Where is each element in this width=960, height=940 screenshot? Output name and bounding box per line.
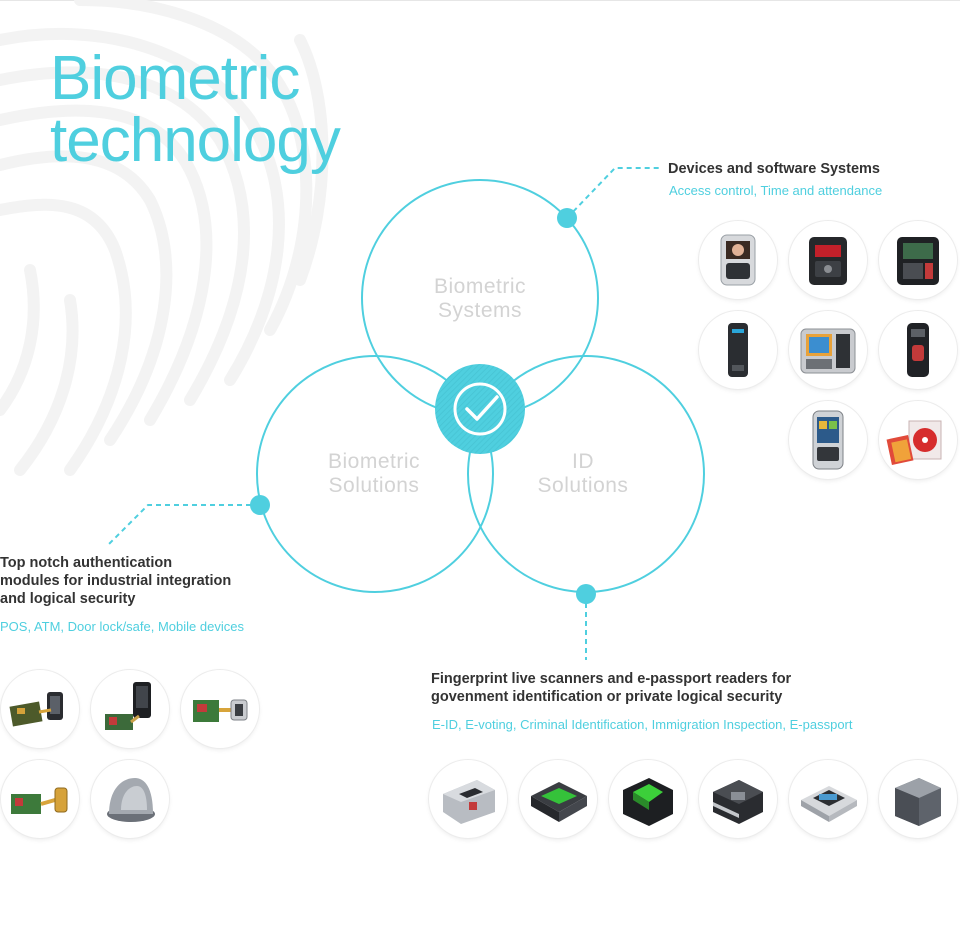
solutions-subheading: POS, ATM, Door lock/safe, Mobile devices bbox=[0, 619, 244, 634]
systems-heading: Devices and software Systems bbox=[668, 161, 880, 177]
label-id-solutions-line-1: ID bbox=[572, 450, 594, 473]
label-id-solutions: ID Solutions bbox=[498, 450, 668, 498]
connector-dot-systems bbox=[557, 208, 577, 228]
solutions-heading-line-1: Top notch authentication bbox=[0, 555, 173, 571]
connector-dot-solutions bbox=[250, 495, 270, 515]
check-circle-icon bbox=[435, 364, 525, 454]
connector-solutions bbox=[107, 504, 260, 546]
sensor-module-board-icon[interactable] bbox=[1, 670, 79, 748]
fingerprint-reader-icon[interactable] bbox=[879, 311, 957, 389]
label-biometric-solutions: Biometric Solutions bbox=[289, 450, 459, 498]
id-subheading: E-ID, E-voting, Criminal Identification,… bbox=[432, 717, 853, 732]
connector-dot-id bbox=[576, 584, 596, 604]
sensor-cable-board-icon[interactable] bbox=[181, 670, 259, 748]
label-biometric-systems-line-2: Systems bbox=[437, 299, 522, 322]
fingerprint-module-kit-icon[interactable] bbox=[91, 670, 169, 748]
usb-fingerprint-scanner-icon[interactable] bbox=[91, 760, 169, 838]
solutions-heading: Top notch authentication modules for ind… bbox=[0, 554, 231, 608]
solutions-heading-line-3: and logical security bbox=[0, 591, 136, 607]
fingerprint-background-icon bbox=[0, 0, 329, 476]
title-line-1: Biometric bbox=[50, 44, 300, 113]
face-terminal-icon[interactable] bbox=[699, 221, 777, 299]
dual-finger-scanner-icon[interactable] bbox=[789, 760, 867, 838]
slim-card-reader-icon[interactable] bbox=[699, 311, 777, 389]
page-title: Biometric technology bbox=[50, 44, 341, 175]
color-screen-terminal-icon[interactable] bbox=[789, 311, 867, 389]
label-biometric-solutions-line-2: Solutions bbox=[328, 474, 420, 497]
label-biometric-systems: Biometric Systems bbox=[395, 275, 565, 323]
ribbon-module-icon[interactable] bbox=[1, 760, 79, 838]
title-line-2: technology bbox=[50, 106, 341, 175]
compact-scanner-icon[interactable] bbox=[699, 760, 777, 838]
ten-print-scanner-icon[interactable] bbox=[519, 760, 597, 838]
label-biometric-systems-line-1: Biometric bbox=[433, 275, 527, 298]
passport-reader-icon[interactable] bbox=[879, 760, 957, 838]
label-biometric-solutions-line-1: Biometric bbox=[327, 450, 421, 473]
black-terminal-icon[interactable] bbox=[879, 221, 957, 299]
connector-systems bbox=[566, 167, 660, 219]
software-cd-icon[interactable] bbox=[879, 401, 957, 479]
top-divider bbox=[0, 0, 960, 1]
id-heading-line-1: Fingerprint live scanners and e-passport… bbox=[431, 671, 792, 687]
solutions-heading-line-2: modules for industrial integration bbox=[0, 573, 232, 589]
label-id-solutions-line-2: Solutions bbox=[537, 474, 629, 497]
red-display-terminal-icon[interactable] bbox=[789, 221, 867, 299]
id-heading: Fingerprint live scanners and e-passport… bbox=[431, 670, 791, 706]
touchscreen-terminal-icon[interactable] bbox=[789, 401, 867, 479]
id-heading-line-2: govenment identification or private logi… bbox=[431, 689, 783, 705]
systems-subheading: Access control, Time and attendance bbox=[669, 183, 883, 198]
circle-biometric-solutions bbox=[256, 355, 494, 593]
live-scanner-silver-icon[interactable] bbox=[429, 760, 507, 838]
green-prism-scanner-icon[interactable] bbox=[609, 760, 687, 838]
